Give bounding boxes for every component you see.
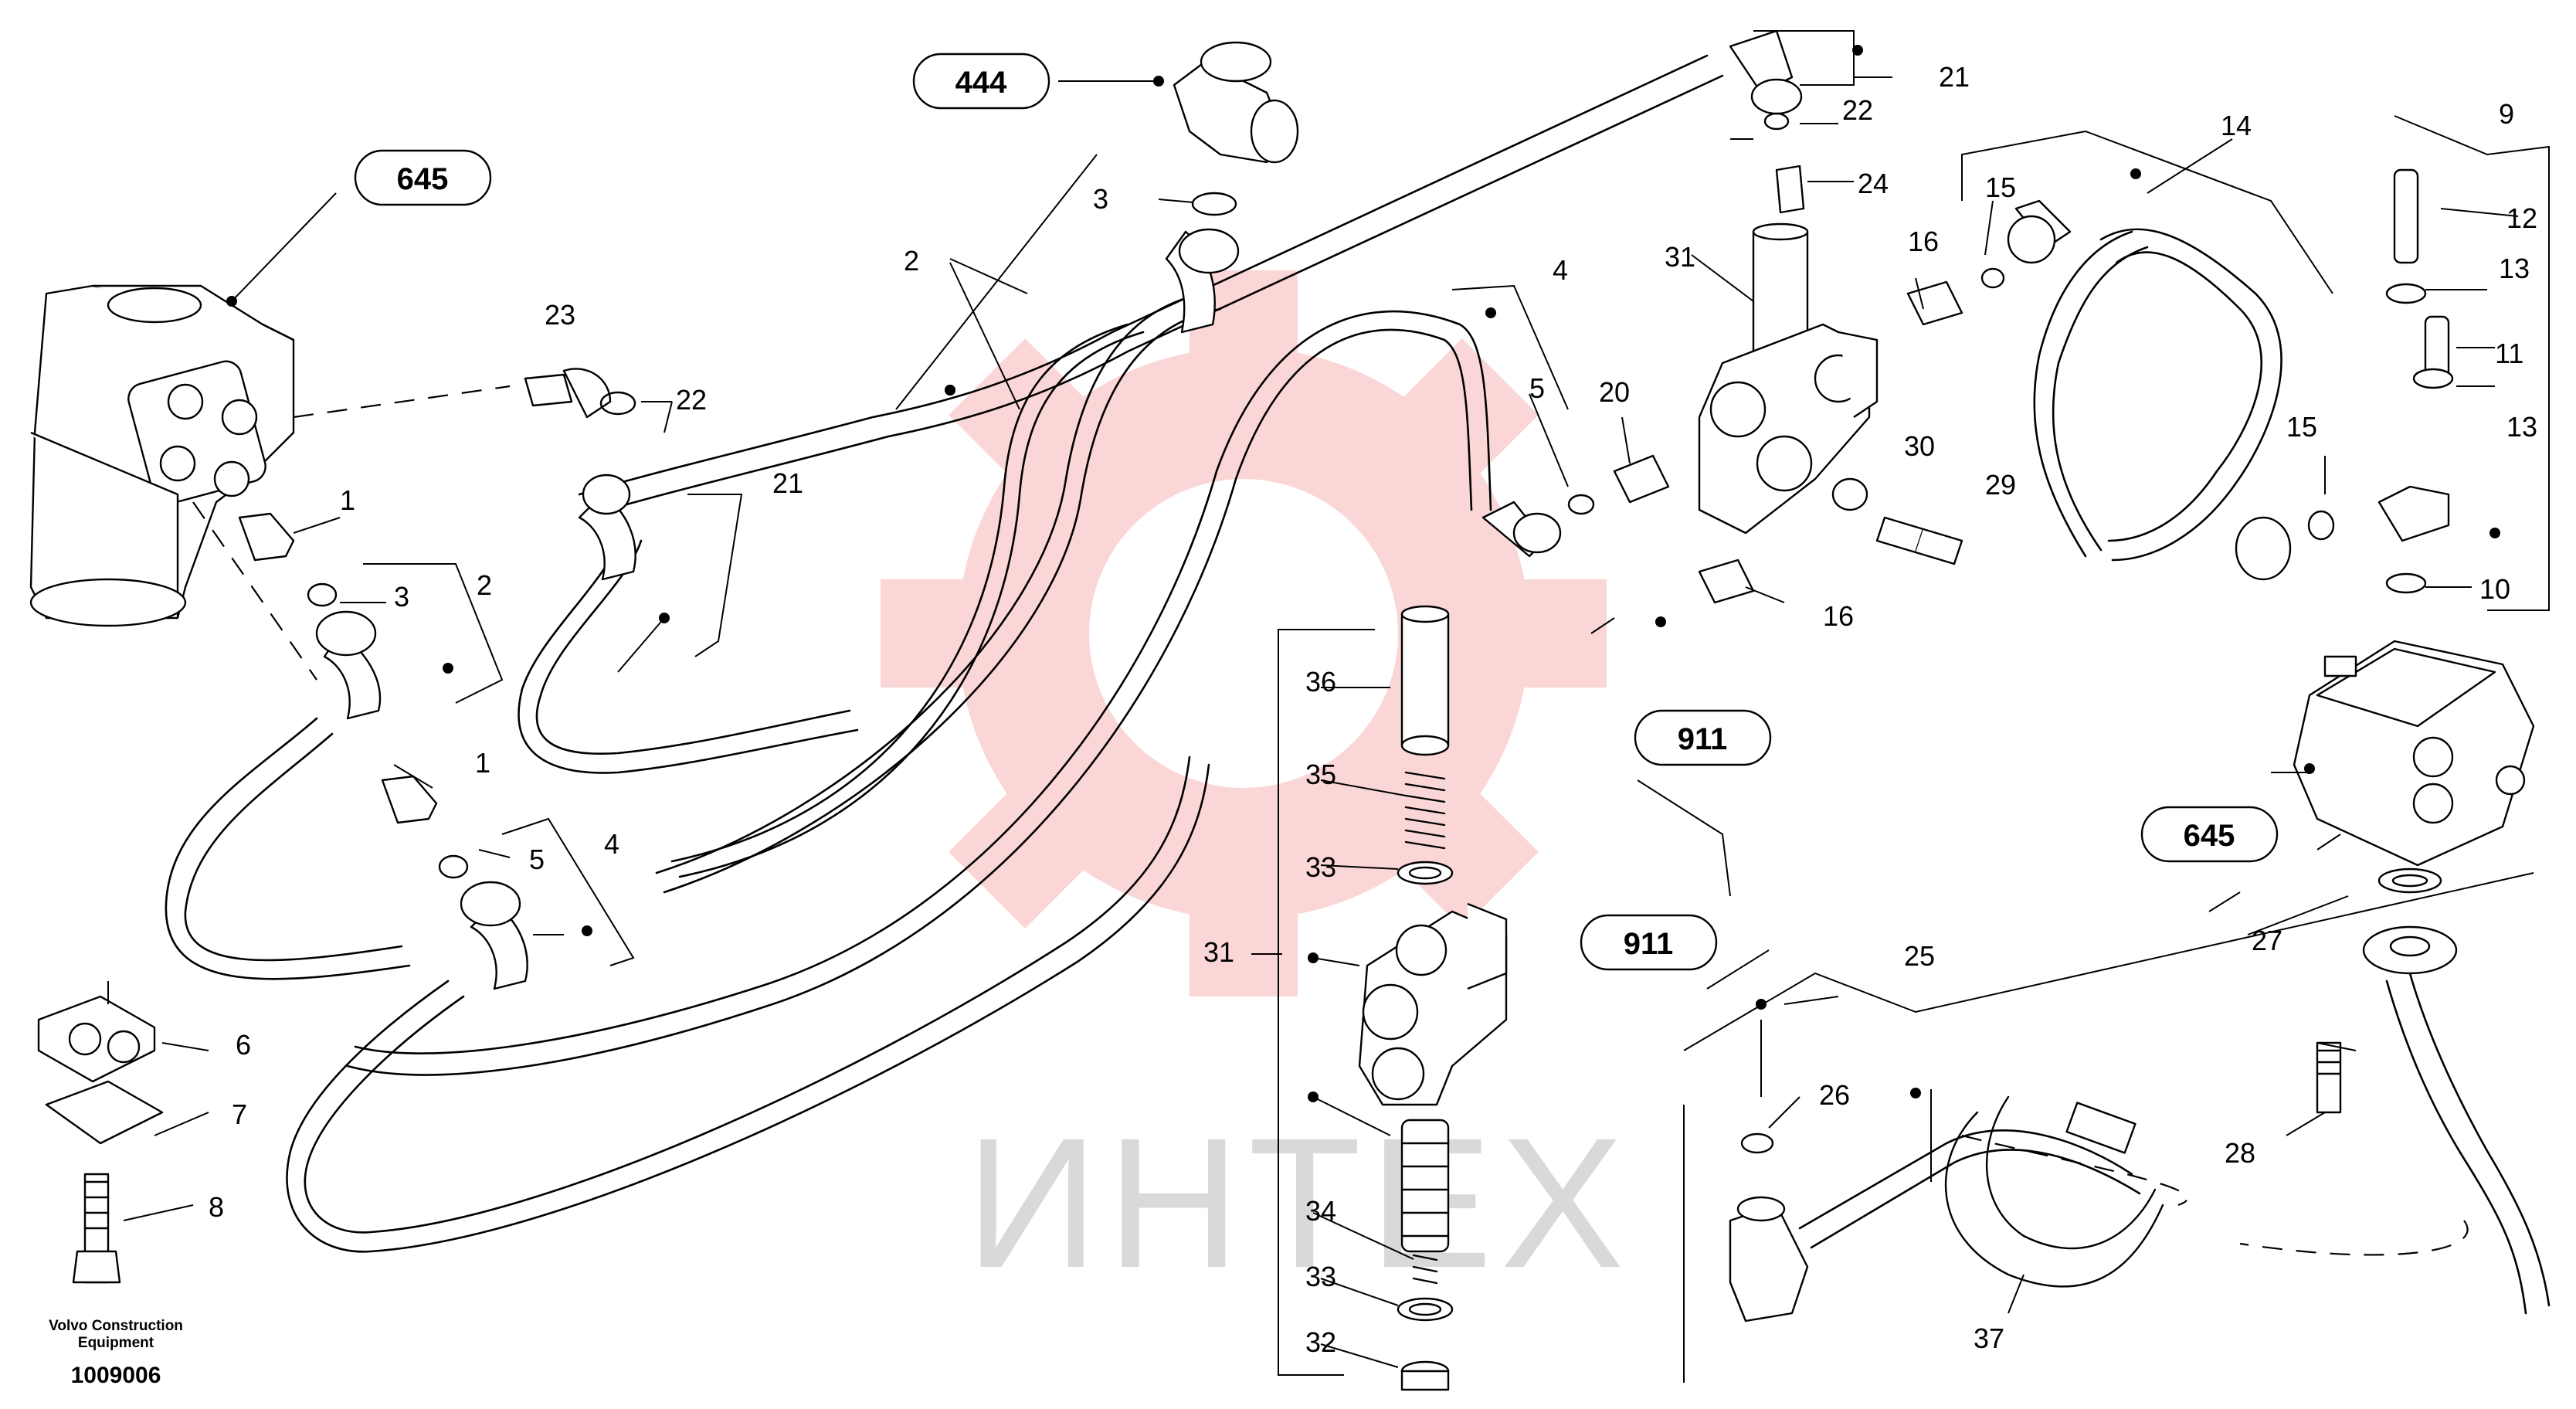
callout-37: 37 bbox=[1974, 1322, 2004, 1354]
elbow-26 bbox=[1729, 1196, 1809, 1322]
callout-16a: 16 bbox=[1908, 226, 1939, 257]
clamp-assembly bbox=[37, 995, 164, 1284]
reference-oval-911-mid: 911 bbox=[1634, 709, 1772, 766]
callout-8: 8 bbox=[209, 1191, 224, 1223]
caption-block: Volvo Construction Equipment 1009006 bbox=[49, 1318, 183, 1388]
callout-14: 14 bbox=[2221, 110, 2252, 141]
callout-35: 35 bbox=[1305, 759, 1336, 790]
svg-text:911: 911 bbox=[1678, 722, 1728, 756]
reference-oval-645-top: 645 bbox=[354, 149, 492, 206]
callout-1b: 1 bbox=[475, 747, 490, 779]
dashed-lines bbox=[192, 385, 2469, 1256]
elbow-fittings bbox=[315, 29, 2292, 990]
reference-oval-911-low: 911 bbox=[1580, 914, 1718, 971]
callout-20: 20 bbox=[1599, 376, 1630, 408]
drawing-number: 1009006 bbox=[71, 1363, 161, 1388]
callout-15a: 15 bbox=[1985, 171, 2016, 203]
callout-13b: 13 bbox=[2506, 411, 2537, 443]
callout-30: 30 bbox=[1904, 430, 1935, 462]
brand-caption-line1: Volvo Construction bbox=[49, 1318, 183, 1334]
callout-28: 28 bbox=[2225, 1137, 2255, 1169]
callout-27: 27 bbox=[2252, 925, 2282, 956]
leader-lines bbox=[107, 30, 2550, 1383]
bolt-29 bbox=[1875, 516, 1963, 565]
hose-strap bbox=[1944, 1095, 2164, 1288]
callout-2a: 2 bbox=[904, 245, 919, 277]
callout-1a: 1 bbox=[340, 484, 355, 516]
callout-36: 36 bbox=[1305, 666, 1336, 698]
hose-lines bbox=[165, 54, 2551, 1315]
callout-23: 23 bbox=[545, 299, 575, 331]
callout-16b: 16 bbox=[1823, 600, 1854, 632]
hydraulic-pump bbox=[2293, 640, 2535, 867]
callout-numbers: 1 1 2 2 3 3 4 4 5 5 6 7 8 9 10 11 12 13 … bbox=[209, 61, 2537, 1358]
watermark-text: ИНТЕХ bbox=[966, 1099, 1632, 1306]
callout-2b: 2 bbox=[477, 569, 492, 601]
adaptor-fittings bbox=[238, 165, 2450, 824]
spool-stack bbox=[1397, 605, 1454, 1391]
callout-9: 9 bbox=[2499, 98, 2514, 130]
callout-15b: 15 bbox=[2286, 411, 2317, 443]
callout-5a: 5 bbox=[1529, 372, 1545, 404]
callout-12: 12 bbox=[2506, 202, 2537, 234]
callout-32: 32 bbox=[1305, 1326, 1336, 1358]
callout-13a: 13 bbox=[2499, 253, 2530, 284]
o-rings bbox=[307, 112, 2335, 1154]
svg-text:645: 645 bbox=[397, 162, 449, 196]
callout-6: 6 bbox=[236, 1029, 251, 1061]
callout-31a: 31 bbox=[1665, 241, 1695, 273]
callout-33b: 33 bbox=[1305, 1261, 1336, 1292]
callout-5b: 5 bbox=[529, 844, 545, 875]
steering-unit bbox=[29, 284, 295, 627]
reference-oval-444: 444 bbox=[912, 53, 1050, 110]
brand-caption-line2: Equipment bbox=[78, 1335, 154, 1351]
callout-3a: 3 bbox=[1093, 183, 1108, 215]
valve-block-top bbox=[1698, 222, 1879, 535]
callout-31b: 31 bbox=[1203, 936, 1234, 968]
callout-10: 10 bbox=[2479, 573, 2510, 605]
callout-21a: 21 bbox=[1939, 61, 1970, 93]
reference-oval-645-right: 645 bbox=[2140, 806, 2279, 863]
callout-22b: 22 bbox=[676, 384, 707, 416]
leader-dots bbox=[226, 45, 2500, 1102]
callout-25: 25 bbox=[1904, 940, 1935, 972]
bolts-top-right bbox=[2385, 168, 2454, 594]
pump-flange bbox=[2362, 867, 2458, 975]
callout-7: 7 bbox=[232, 1098, 247, 1130]
svg-text:444: 444 bbox=[955, 66, 1007, 100]
callout-11: 11 bbox=[2495, 338, 2523, 369]
bolt-28 bbox=[2316, 1041, 2342, 1114]
callout-4a: 4 bbox=[1553, 254, 1568, 286]
callout-29: 29 bbox=[1985, 469, 2016, 501]
callout-26: 26 bbox=[1819, 1079, 1850, 1111]
svg-text:911: 911 bbox=[1624, 927, 1674, 961]
callout-21b: 21 bbox=[772, 467, 803, 499]
callout-4b: 4 bbox=[604, 828, 619, 860]
callout-24: 24 bbox=[1858, 168, 1889, 199]
watermark-gear-logo bbox=[881, 270, 1607, 996]
tee-fitting bbox=[1173, 41, 1299, 164]
valve-block-lower bbox=[1358, 902, 1508, 1106]
callout-33a: 33 bbox=[1305, 851, 1336, 883]
callout-3b: 3 bbox=[394, 581, 409, 613]
svg-text:645: 645 bbox=[2184, 819, 2235, 853]
callout-22a: 22 bbox=[1842, 94, 1873, 126]
callout-34: 34 bbox=[1305, 1195, 1336, 1227]
